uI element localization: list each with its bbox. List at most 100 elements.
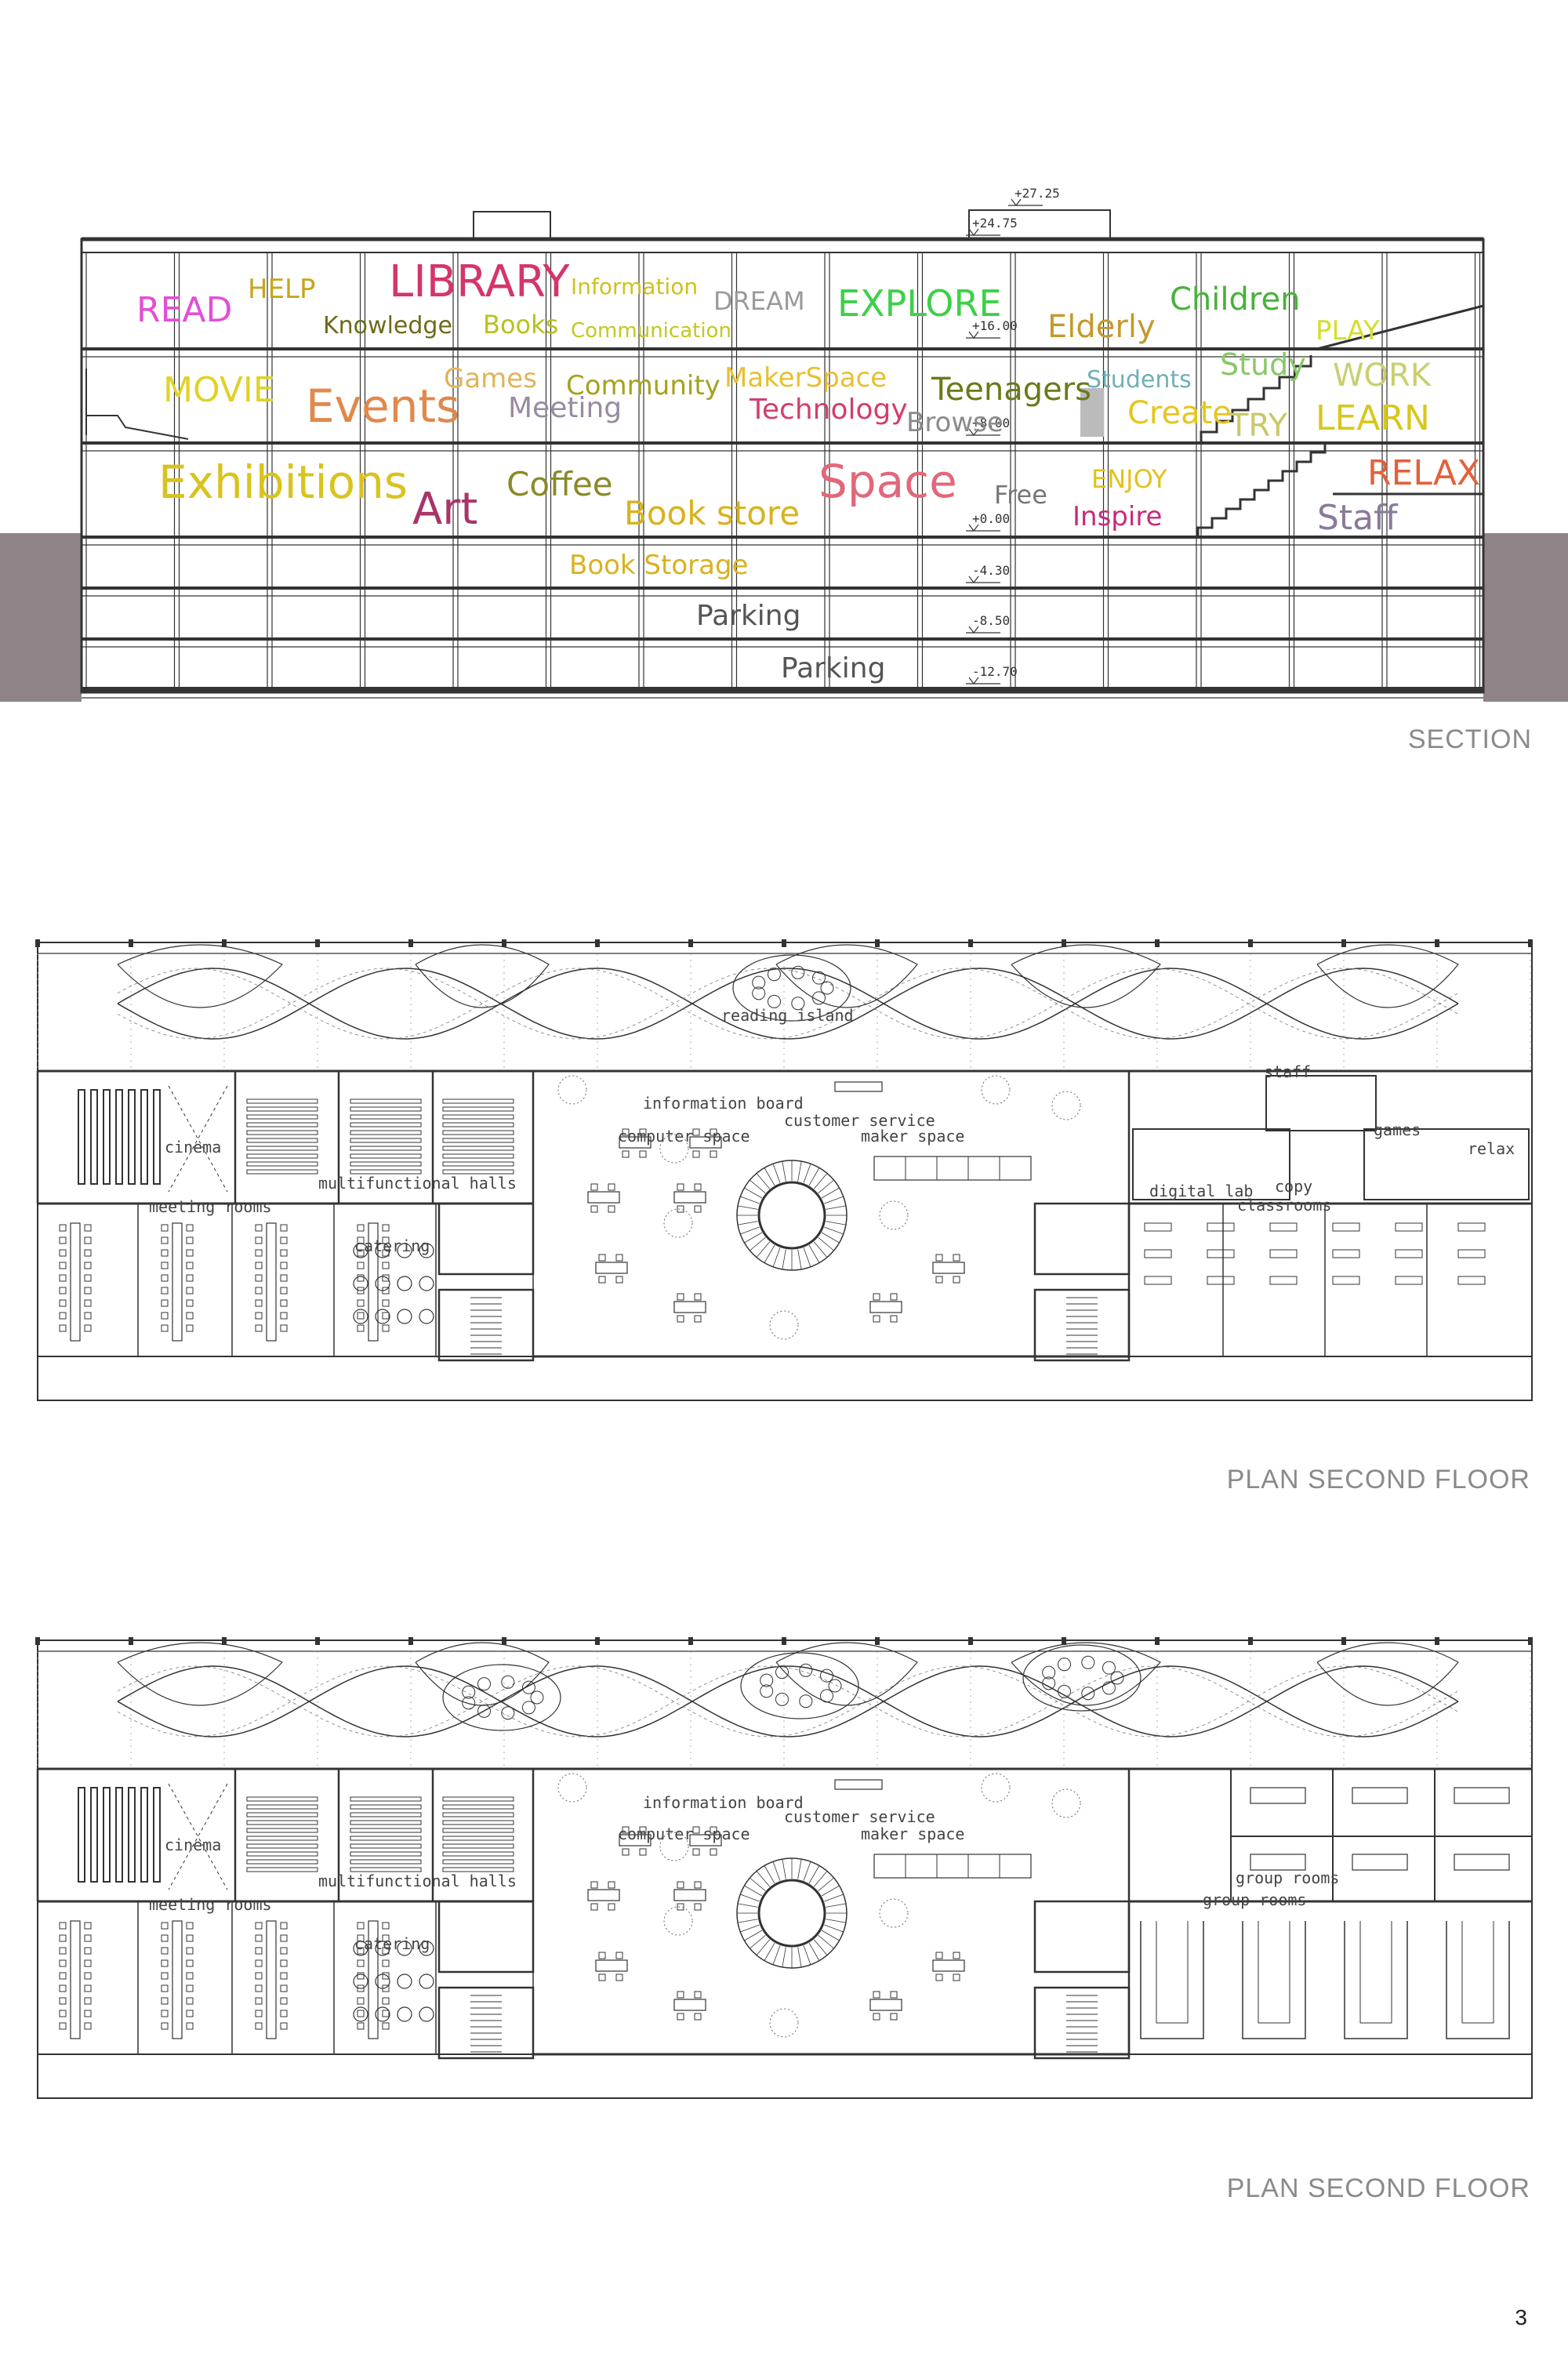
chair (84, 1934, 92, 1942)
stair-core (1033, 1986, 1131, 2060)
hall-bench (442, 1106, 514, 1112)
spiral-tread (813, 1241, 828, 1258)
meeting-table (70, 1222, 81, 1342)
section-word-book-store: Book store (624, 494, 800, 532)
chair (186, 1287, 194, 1295)
chair (873, 1293, 880, 1301)
section-word-browse: Browse (906, 407, 1004, 438)
chair (59, 1274, 67, 1282)
room-label-computer-space: computer space (618, 1825, 750, 1843)
chair (873, 1991, 880, 1999)
chair (255, 1947, 263, 1955)
room-label-information-board: information board (643, 1793, 804, 1812)
spiral-tread (772, 1861, 781, 1881)
chair (255, 1299, 263, 1307)
spiral-tread (813, 1173, 828, 1189)
chair (255, 1274, 263, 1282)
column-mark (129, 1637, 133, 1645)
spiral-tread (740, 1894, 760, 1902)
island-seat (1042, 1665, 1056, 1679)
ground-right (1483, 533, 1568, 702)
hall-bench (246, 1106, 318, 1112)
toilet-core (437, 1202, 535, 1276)
group-table (1250, 1787, 1306, 1804)
spiral-tread (808, 1244, 820, 1263)
elevator-core (1080, 388, 1104, 437)
hall-bench (246, 1146, 318, 1151)
catering-table (353, 1243, 368, 1258)
tree-icon (659, 1832, 689, 1861)
computer-desk (689, 1834, 722, 1846)
section-word-coffee: Coffee (506, 465, 613, 503)
chair (590, 1183, 598, 1191)
island-seat (768, 994, 781, 1008)
island-seat (819, 1689, 833, 1703)
island-seat (530, 1690, 544, 1705)
computer-desk (619, 1136, 652, 1149)
chair (873, 1315, 880, 1323)
chair (84, 1249, 92, 1257)
island-seat (501, 1675, 515, 1689)
chair (186, 2010, 194, 2017)
chair (357, 2022, 365, 2030)
section-word-exhibitions: Exhibitions (158, 456, 408, 509)
spiral-tread (772, 1247, 781, 1267)
spiral-tread (740, 1196, 760, 1204)
chair (59, 1299, 67, 1307)
stair-core (437, 1288, 535, 1362)
cinema-seat-row (78, 1787, 85, 1883)
computer-desk (673, 1999, 706, 2011)
staircase (1184, 443, 1327, 539)
column-mark (875, 1637, 880, 1645)
catering-table (375, 1276, 390, 1291)
spiral-tread (803, 1247, 811, 1267)
spiral-tread (821, 1187, 840, 1199)
room-label-copy: copy (1275, 1177, 1312, 1196)
chair (255, 1972, 263, 1980)
chair (59, 1224, 67, 1232)
section-word-communication: Communication (571, 319, 731, 343)
chair (382, 1299, 390, 1307)
meeting-table (172, 1222, 183, 1342)
section-word-elderly: Elderly (1047, 309, 1156, 345)
chair (280, 2022, 288, 2030)
hall-bench (246, 1114, 318, 1120)
section-caption: SECTION (1407, 724, 1532, 754)
spiral-tread (764, 1167, 775, 1186)
spiral-tread (737, 1221, 758, 1226)
computer-desk (869, 1301, 902, 1313)
spiral-tread (782, 1249, 786, 1270)
roof-unit-left (473, 211, 551, 240)
spiral-tread (821, 1885, 840, 1897)
chair (357, 1249, 365, 1257)
catering-table (353, 1974, 368, 1989)
chair (608, 1183, 615, 1191)
catering-table (397, 1941, 412, 1956)
column-mark (875, 939, 880, 947)
level-label: -12.70 (972, 664, 1018, 679)
column-mark (968, 1637, 973, 1645)
catering-table (397, 2006, 412, 2022)
level-mark-icon (966, 677, 1000, 684)
spiral-tread (764, 1244, 775, 1263)
chair (598, 1974, 606, 1981)
spiral-tread (803, 1164, 811, 1183)
cinema-seat-row (128, 1089, 136, 1185)
page-number: 3 (1515, 2305, 1527, 2329)
group-table (1454, 1787, 1510, 1804)
room-label-relax: relax (1468, 1139, 1515, 1158)
section-word-explore: EXPLORE (837, 282, 1002, 325)
section-word-events: Events (306, 379, 459, 433)
spiral-tread (818, 1179, 834, 1194)
catering-table (397, 1974, 412, 1989)
chair (382, 1262, 390, 1269)
classroom-desk (1457, 1276, 1486, 1285)
chair (84, 1312, 92, 1320)
chair (280, 1262, 288, 1269)
reading-ribbon (117, 1665, 1459, 1738)
games-room (1363, 1128, 1530, 1200)
chair (639, 1826, 647, 1834)
tree-icon (663, 1208, 693, 1238)
classroom-desk (1269, 1249, 1298, 1258)
chair (280, 2010, 288, 2017)
